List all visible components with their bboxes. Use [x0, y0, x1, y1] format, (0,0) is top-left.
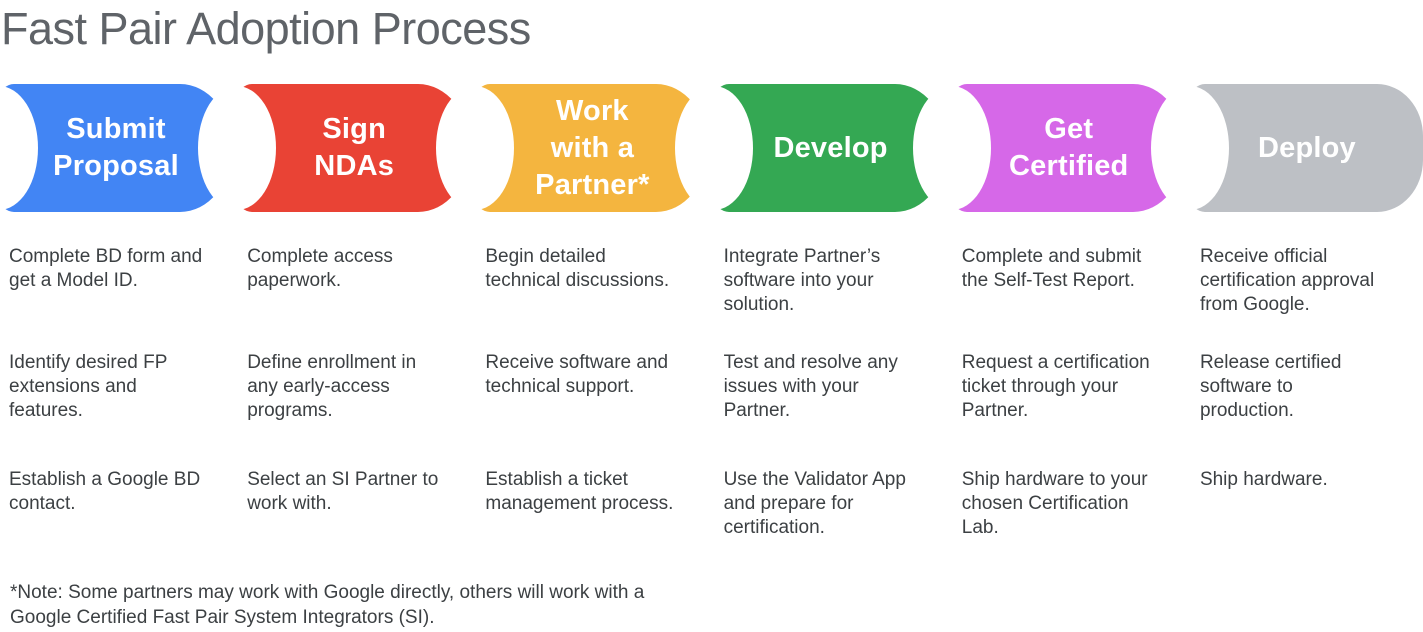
stage-notch-cutout	[436, 86, 515, 210]
stage-notch-cutout	[198, 86, 277, 210]
stage-label-develop: Develop	[773, 131, 888, 164]
stage-deploy: Deploy	[1150, 84, 1423, 212]
stage-develop: Develop	[674, 84, 947, 212]
footnote: *Note: Some partners may work with Googl…	[10, 580, 644, 630]
page-title: Fast Pair Adoption Process	[1, 3, 531, 54]
detail-item: Ship hardware.	[1199, 469, 1328, 490]
stage-notch-cutout	[674, 86, 753, 210]
stage-notch-cutout	[912, 86, 991, 210]
stage-notch-cutout	[1150, 86, 1229, 210]
footnote-line: *Note: Some partners may work with Googl…	[10, 582, 645, 603]
stage-notch-cutout	[0, 86, 38, 210]
stage-label-deploy: Deploy	[1257, 131, 1356, 164]
footnote-line: Google Certified Fast Pair System Integr…	[10, 607, 435, 628]
